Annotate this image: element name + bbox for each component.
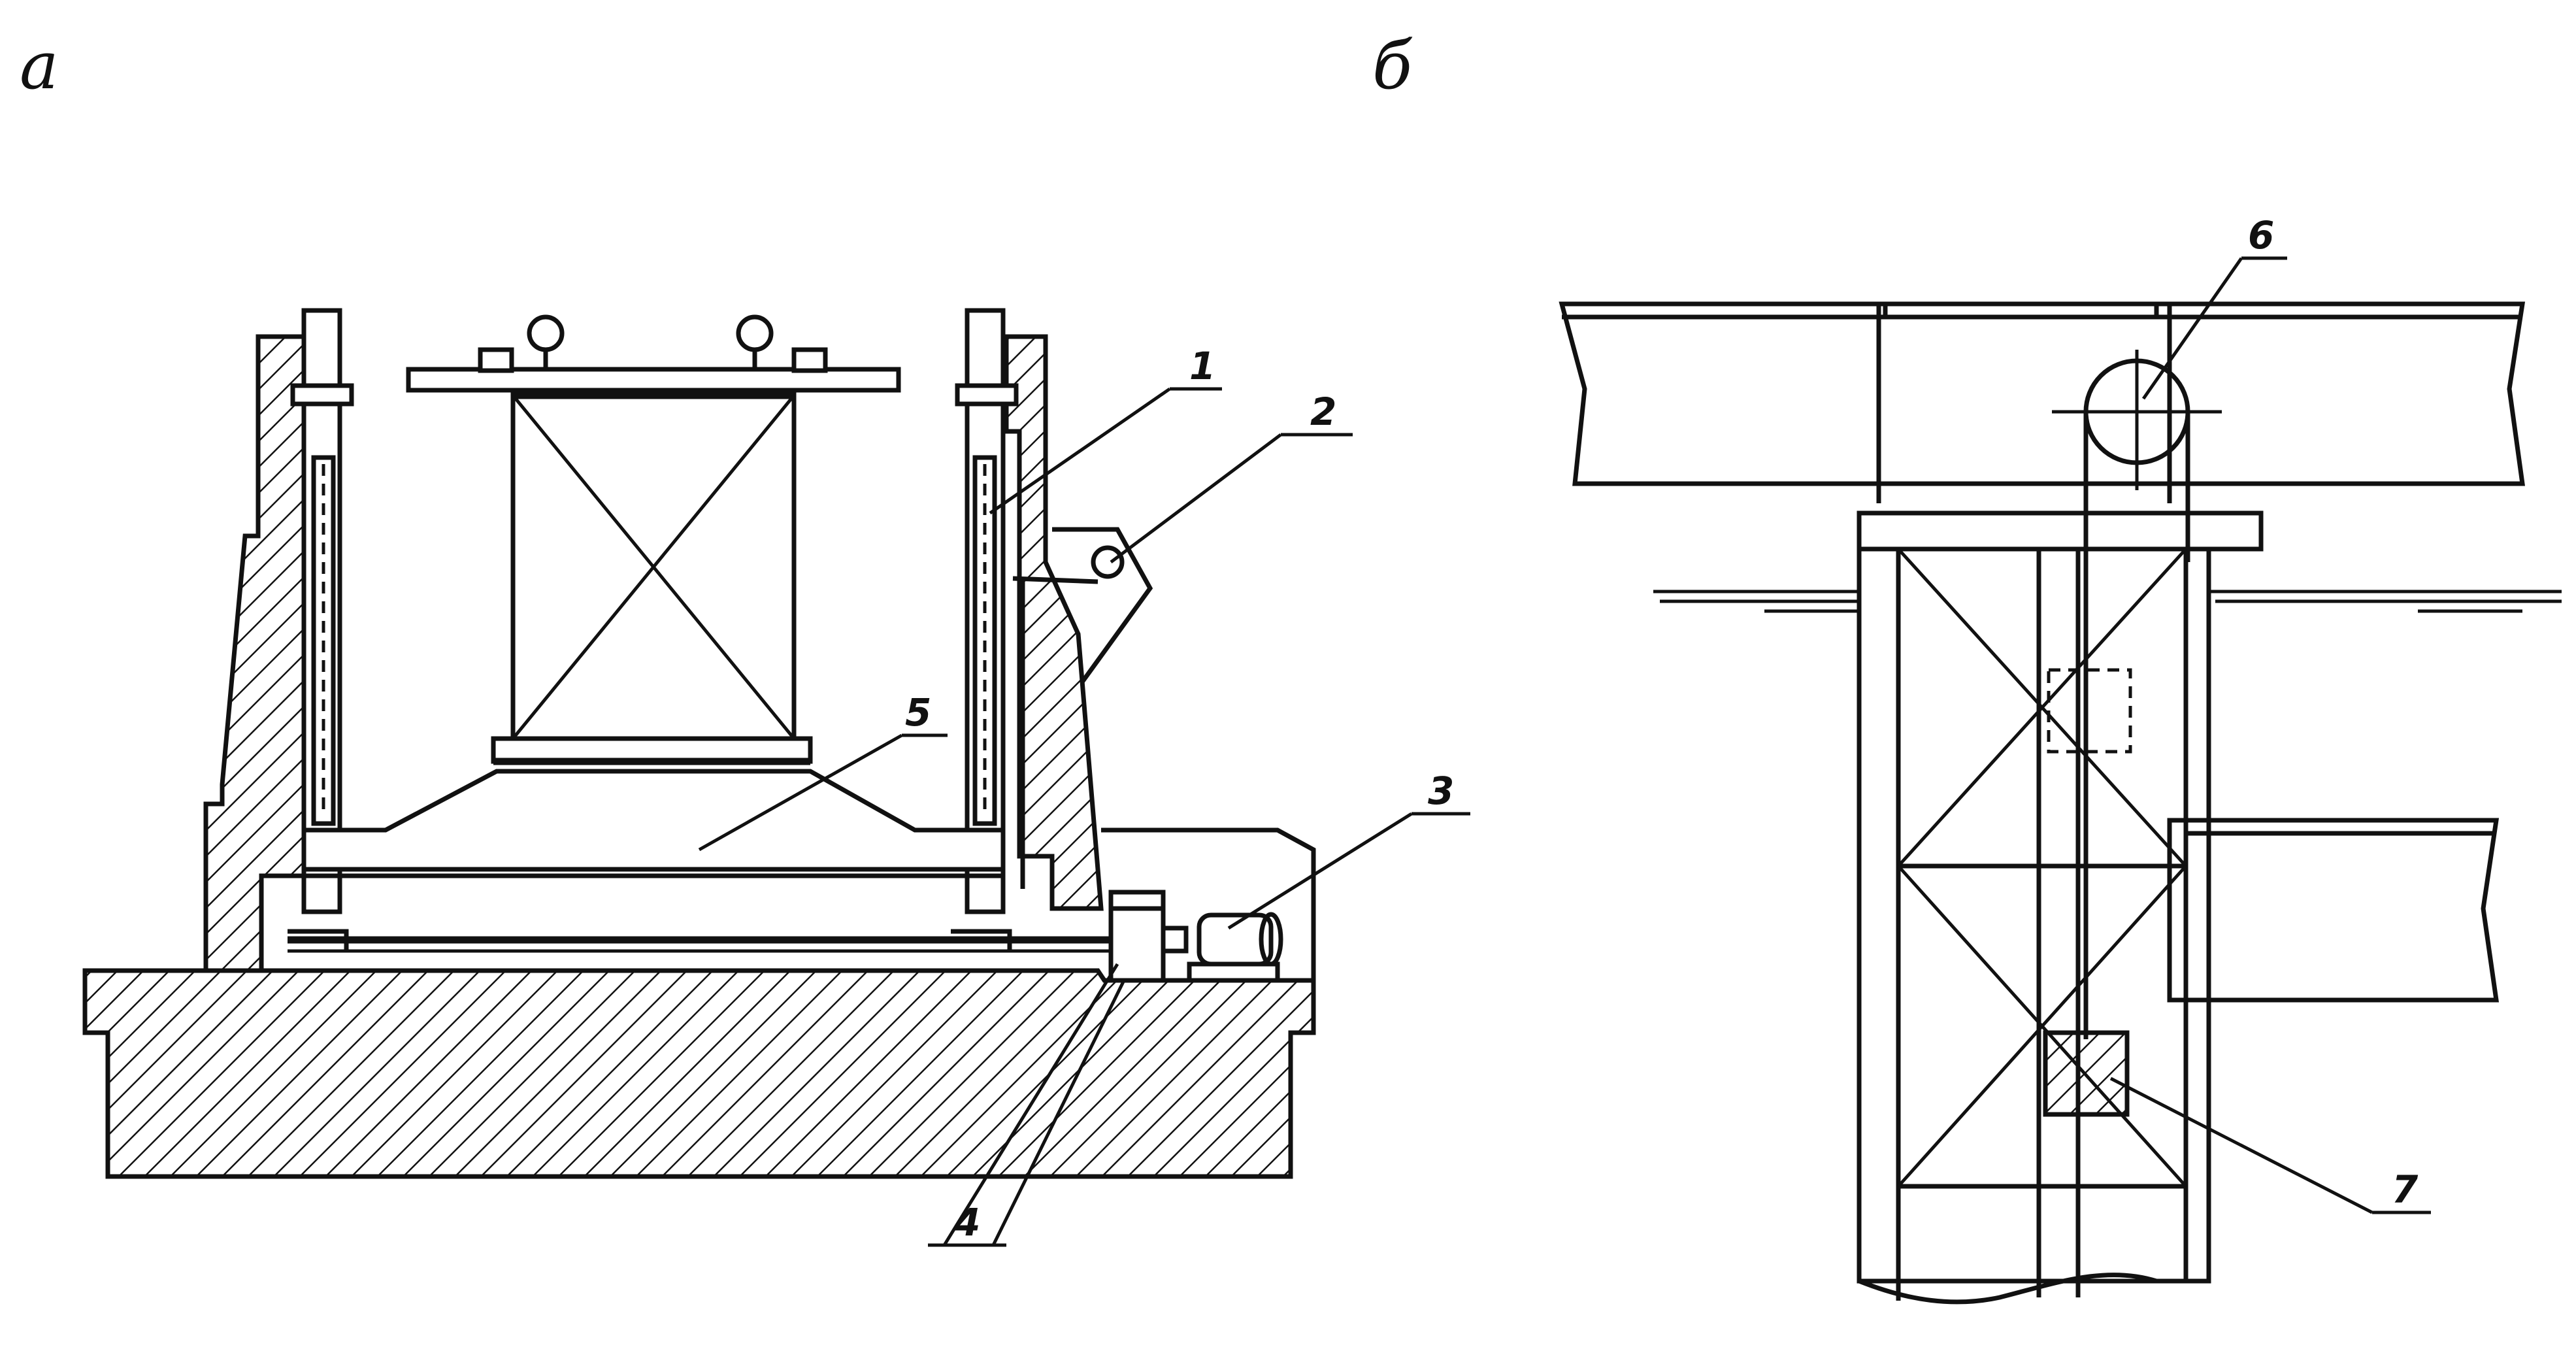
ground-slab	[82, 968, 1316, 1179]
braced-frame-diagonal-2	[512, 394, 795, 740]
tower-brace-4	[1897, 865, 2187, 1188]
lifting-eye-left	[527, 314, 565, 352]
hidden-weight	[2047, 668, 2132, 754]
panel-b-drawing: 6 7	[1559, 213, 2562, 1305]
motor-base	[1187, 961, 1280, 983]
tower-break-line	[1858, 1273, 2209, 1305]
upper-beam	[1559, 301, 2526, 486]
right-support-wall	[1004, 334, 1104, 911]
callout-5: 5	[905, 690, 931, 735]
frame-base-plate	[491, 736, 813, 764]
tower-cap	[1857, 510, 2264, 552]
drive-housing	[1101, 827, 1316, 980]
callout-1: 1	[1189, 344, 1215, 388]
leader-4a	[942, 963, 1119, 1246]
leader-7	[2109, 1076, 2373, 1214]
callout-7: 7	[2392, 1167, 2419, 1212]
leader-6	[2141, 257, 2243, 400]
lifting-eye-right	[736, 314, 774, 352]
top-block-left	[478, 347, 514, 373]
pulley-2	[1091, 545, 1125, 579]
rod-bar	[1012, 576, 1098, 584]
panel-label-b: б	[1372, 27, 1413, 104]
bracket-plate	[1052, 527, 1153, 685]
callout-3: 3	[1428, 769, 1454, 813]
left-foot	[301, 873, 342, 914]
panel-label-a: а	[20, 27, 59, 104]
gearbox-4	[1108, 890, 1166, 983]
lower-beam	[2167, 818, 2500, 1003]
shaft-end-right	[951, 929, 1012, 951]
tower-brace-2	[1897, 548, 2187, 867]
motor-3	[1197, 912, 1274, 967]
coupling	[1161, 926, 1189, 954]
motor-end-cap	[1259, 912, 1283, 967]
panel-a-drawing: 1 2 3 4 5	[82, 308, 1470, 1247]
right-column-clamp	[955, 383, 1019, 407]
top-block-right	[791, 347, 828, 373]
counterweight-7	[2043, 1030, 2130, 1117]
platform-5	[301, 769, 1006, 872]
leader-4b	[991, 979, 1126, 1246]
leader-5	[698, 733, 903, 852]
callout-2: 2	[1310, 390, 1336, 434]
callout-4: 4	[953, 1200, 980, 1244]
leader-3	[1227, 812, 1413, 930]
left-column-clamp	[290, 383, 354, 407]
leader-1	[989, 387, 1171, 515]
left-column-inner	[311, 455, 336, 826]
right-column-inner	[972, 455, 997, 826]
shaft-end-left	[288, 929, 349, 951]
leader-2	[1110, 433, 1282, 563]
callout-6: 6	[2248, 213, 2274, 258]
right-foot	[965, 873, 1006, 914]
